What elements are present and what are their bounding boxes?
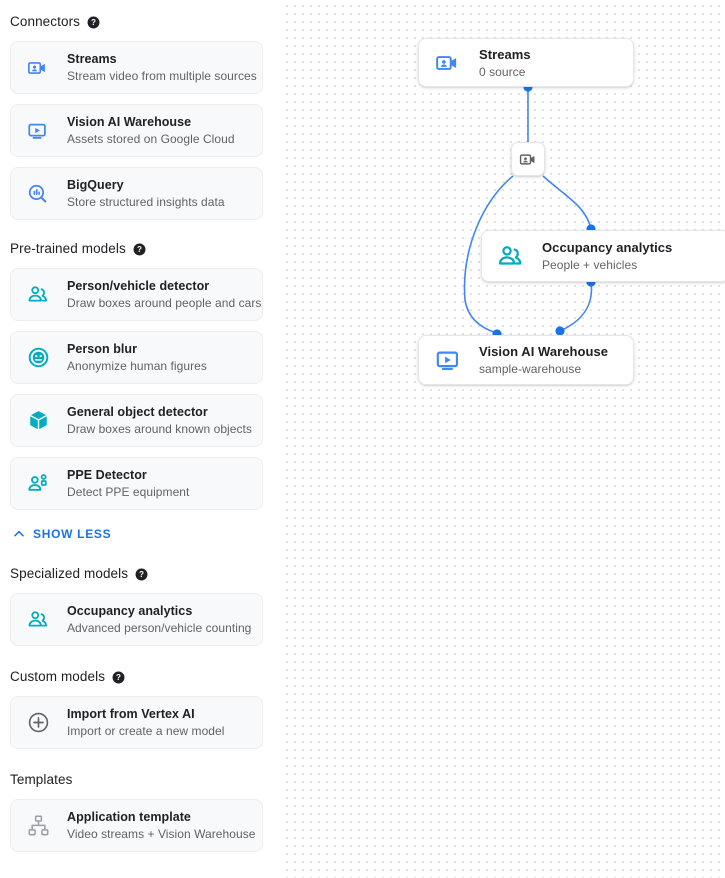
media-play-screen-icon xyxy=(433,345,463,375)
help-icon[interactable]: ? xyxy=(87,16,100,29)
svg-text:?: ? xyxy=(116,673,121,682)
section-title: Pre-trained models xyxy=(10,241,126,256)
video-camera-icon xyxy=(433,48,463,78)
cube-object-icon xyxy=(25,408,51,434)
edge-splitter-to-occupancy xyxy=(542,175,592,230)
chevron-up-icon xyxy=(12,527,26,541)
card-subtitle: Import or create a new model xyxy=(67,724,225,738)
node-subtitle: People + vehicles xyxy=(542,258,638,272)
card-title: Person blur xyxy=(67,342,138,356)
person-vehicle-icon xyxy=(496,241,526,271)
section-title: Specialized models xyxy=(10,566,129,581)
connector-card-bigquery[interactable]: BigQuery Store structured insights data xyxy=(10,167,263,220)
section-header-connectors: Connectors ? xyxy=(0,12,281,32)
video-camera-icon xyxy=(25,55,51,81)
graph-node-vision-ai-warehouse[interactable]: Vision AI Warehouse sample-warehouse xyxy=(418,335,634,385)
model-card-ppe-detector[interactable]: PPE Detector Detect PPE equipment xyxy=(10,457,263,510)
section-title: Templates xyxy=(10,772,73,787)
video-camera-icon xyxy=(519,150,538,169)
card-subtitle: Video streams + Vision Warehouse xyxy=(67,827,256,841)
port-warehouse-input-right xyxy=(555,326,565,336)
connector-card-streams[interactable]: Streams Stream video from multiple sourc… xyxy=(10,41,263,94)
card-title: PPE Detector xyxy=(67,468,147,482)
edge-occupancy-to-warehouse xyxy=(561,281,593,331)
model-card-person-blur[interactable]: Person blur Anonymize human figures xyxy=(10,331,263,384)
bigquery-search-icon xyxy=(25,181,51,207)
node-subtitle: sample-warehouse xyxy=(479,362,582,376)
help-icon[interactable]: ? xyxy=(135,568,148,581)
model-card-general-object-detector[interactable]: General object detector Draw boxes aroun… xyxy=(10,394,263,447)
card-subtitle: Anonymize human figures xyxy=(67,359,207,373)
show-less-label: SHOW LESS xyxy=(33,527,112,541)
card-title: Person/vehicle detector xyxy=(67,279,210,293)
person-vehicle-icon xyxy=(25,607,51,633)
graph-node-streams[interactable]: Streams 0 source xyxy=(418,38,634,87)
card-subtitle: Store structured insights data xyxy=(67,195,225,209)
section-header-templates: Templates xyxy=(0,770,281,790)
help-icon[interactable]: ? xyxy=(133,243,146,256)
card-title: Occupancy analytics xyxy=(67,604,193,618)
ppe-person-icon xyxy=(25,471,51,497)
model-card-import-from-vertex-ai[interactable]: Import from Vertex AI Import or create a… xyxy=(10,696,263,749)
graph-edges xyxy=(463,82,596,339)
svg-text:?: ? xyxy=(91,18,96,27)
section-title: Custom models xyxy=(10,669,106,684)
card-title: Streams xyxy=(67,52,117,66)
card-title: General object detector xyxy=(67,405,208,419)
component-sidebar: Connectors ? Streams Stream video from m… xyxy=(0,0,281,878)
edge-splitter-to-warehouse xyxy=(463,175,514,334)
node-title: Vision AI Warehouse xyxy=(479,344,609,359)
plus-circle-icon xyxy=(25,710,51,736)
show-less-button[interactable]: SHOW LESS xyxy=(12,524,281,544)
help-icon[interactable]: ? xyxy=(112,671,125,684)
node-title: Streams xyxy=(479,46,531,62)
graph-canvas[interactable]: Streams 0 source xyxy=(281,0,725,878)
card-subtitle: Stream video from multiple sources xyxy=(67,69,257,83)
svg-text:?: ? xyxy=(137,245,142,254)
card-title: Vision AI Warehouse xyxy=(67,115,192,129)
media-play-screen-icon xyxy=(25,118,51,144)
svg-text:?: ? xyxy=(139,570,144,579)
section-header-pretrained-models: Pre-trained models ? xyxy=(0,239,281,259)
card-subtitle: Draw boxes around people and cars xyxy=(67,296,262,310)
person-blur-face-icon xyxy=(25,345,51,371)
node-subtitle: 0 source xyxy=(479,64,526,79)
card-title: Import from Vertex AI xyxy=(67,707,195,721)
card-subtitle: Assets stored on Google Cloud xyxy=(67,132,235,146)
section-header-specialized-models: Specialized models ? xyxy=(0,564,281,584)
card-title: BigQuery xyxy=(67,178,124,192)
card-subtitle: Draw boxes around known objects xyxy=(67,422,252,436)
section-title: Connectors xyxy=(10,14,81,29)
card-title: Application template xyxy=(67,810,191,824)
connector-card-vision-ai-warehouse[interactable]: Vision AI Warehouse Assets stored on Goo… xyxy=(10,104,263,157)
graph-node-stream-splitter[interactable] xyxy=(511,142,545,176)
hierarchy-template-icon xyxy=(25,813,51,839)
graph-node-occupancy-analytics[interactable]: Occupancy analytics People + vehicles xyxy=(481,230,725,282)
person-vehicle-icon xyxy=(25,282,51,308)
card-subtitle: Advanced person/vehicle counting xyxy=(67,621,252,635)
section-header-custom-models: Custom models ? xyxy=(0,667,281,687)
node-title: Occupancy analytics xyxy=(542,240,673,255)
model-card-person-vehicle-detector[interactable]: Person/vehicle detector Draw boxes aroun… xyxy=(10,268,263,321)
card-subtitle: Detect PPE equipment xyxy=(67,485,190,499)
model-card-occupancy-analytics[interactable]: Occupancy analytics Advanced person/vehi… xyxy=(10,593,263,646)
template-card-application-template[interactable]: Application template Video streams + Vis… xyxy=(10,799,263,852)
